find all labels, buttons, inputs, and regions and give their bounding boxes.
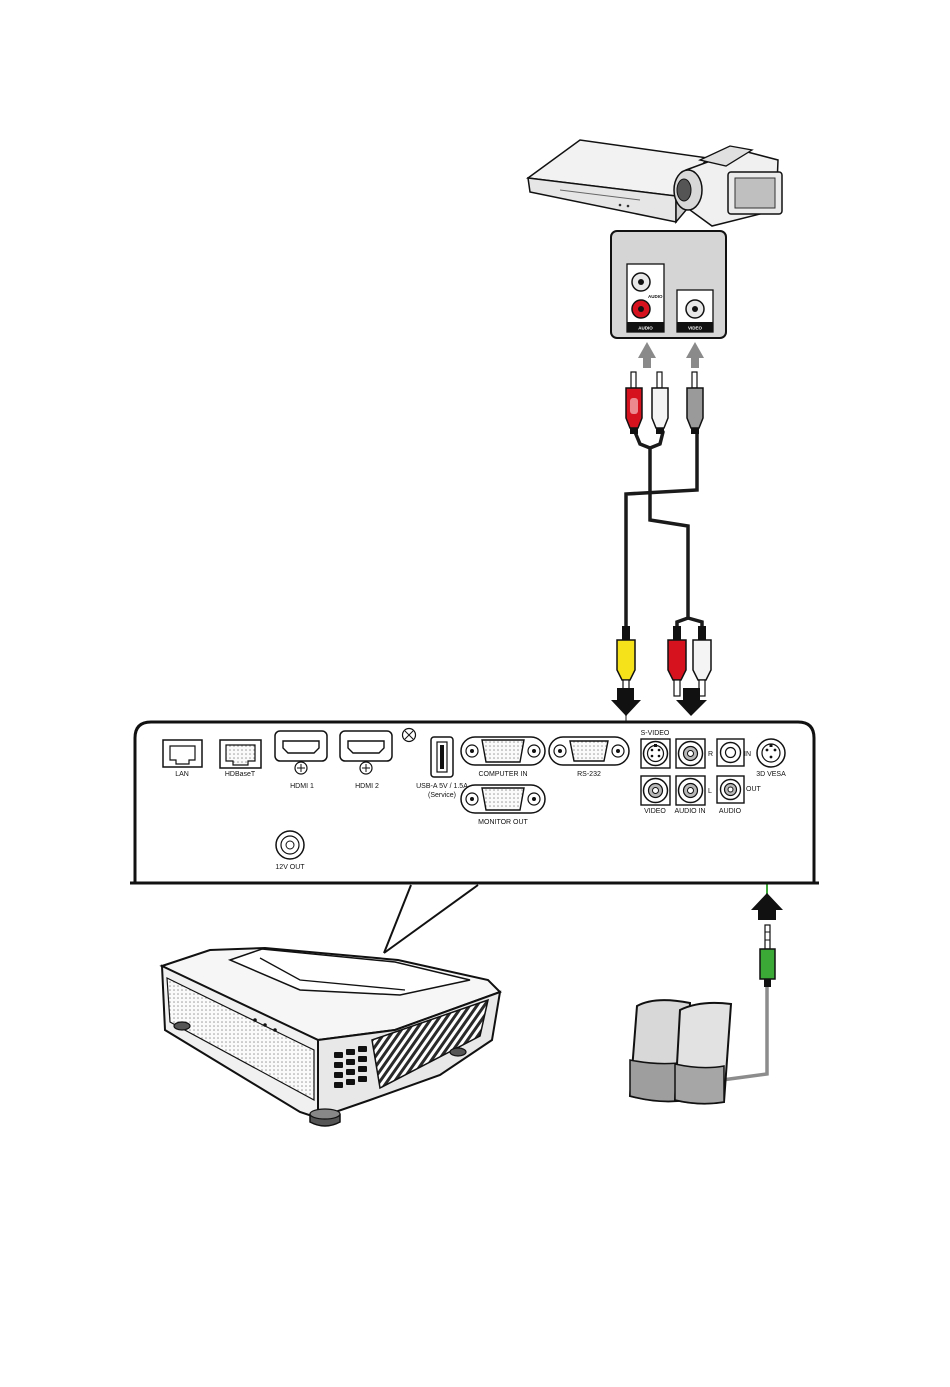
rs232-port (549, 737, 629, 765)
upper-rca-plugs (626, 372, 703, 434)
out-12v-port (276, 831, 304, 859)
audio-mini-in-port (717, 739, 744, 766)
source-input-arrows (638, 342, 704, 368)
source-output-panel: AUDIO AUDIO VIDEO (611, 231, 726, 338)
source-video-label: VIDEO (688, 326, 703, 331)
usb-service-label: (Service) (428, 792, 456, 799)
usb-label: USB-A 5V / 1.5A (416, 783, 468, 790)
hdmi2-label: HDMI 2 (355, 783, 379, 790)
hdbaset-port (220, 740, 261, 768)
audio-out-port (717, 776, 744, 803)
audio-in-label: AUDIO IN (674, 808, 705, 815)
computer-in-label: COMPUTER IN (479, 771, 528, 778)
lan-port (163, 740, 202, 767)
mini-jack-plug (760, 925, 775, 987)
vesa-3d-label: 3D VESA (756, 771, 786, 778)
speakers-illustration (630, 1000, 731, 1103)
computer-in-port (461, 737, 545, 765)
usb-port (431, 737, 453, 777)
ground-screw (403, 729, 416, 742)
projector-input-arrows (611, 688, 707, 716)
rs232-label: RS-232 (577, 771, 601, 778)
out-12v-label: 12V OUT (275, 864, 305, 871)
svideo-port (641, 739, 670, 768)
zoom-callout-lines (384, 885, 478, 953)
source-audio-side-label: AUDIO (648, 294, 663, 299)
video-port (641, 776, 670, 805)
audio-in-l-label: L (708, 788, 712, 795)
audio-label: AUDIO (719, 808, 742, 815)
audio-in-l-port (676, 776, 705, 805)
monitor-out-port (461, 785, 545, 813)
in-label: IN (744, 751, 751, 758)
audio-in-r-port (676, 739, 705, 768)
out-label: OUT (746, 786, 762, 793)
svideo-label: S-VIDEO (641, 730, 670, 737)
vesa-3d-port (757, 739, 785, 767)
projector-illustration (162, 948, 500, 1126)
projector-rear-panel: LAN HDBaseT HDMI 1 HDMI 2 (130, 722, 819, 883)
hdbaset-label: HDBaseT (225, 771, 256, 778)
lower-rca-plugs (617, 626, 711, 696)
audio-out-arrow (751, 893, 783, 920)
monitor-out-label: MONITOR OUT (478, 819, 528, 826)
audio-in-r-label: R (708, 751, 713, 758)
lan-label: LAN (175, 771, 189, 778)
hdmi1-label: HDMI 1 (290, 783, 314, 790)
source-audio-label: AUDIO (638, 326, 653, 331)
video-label: VIDEO (644, 808, 666, 815)
